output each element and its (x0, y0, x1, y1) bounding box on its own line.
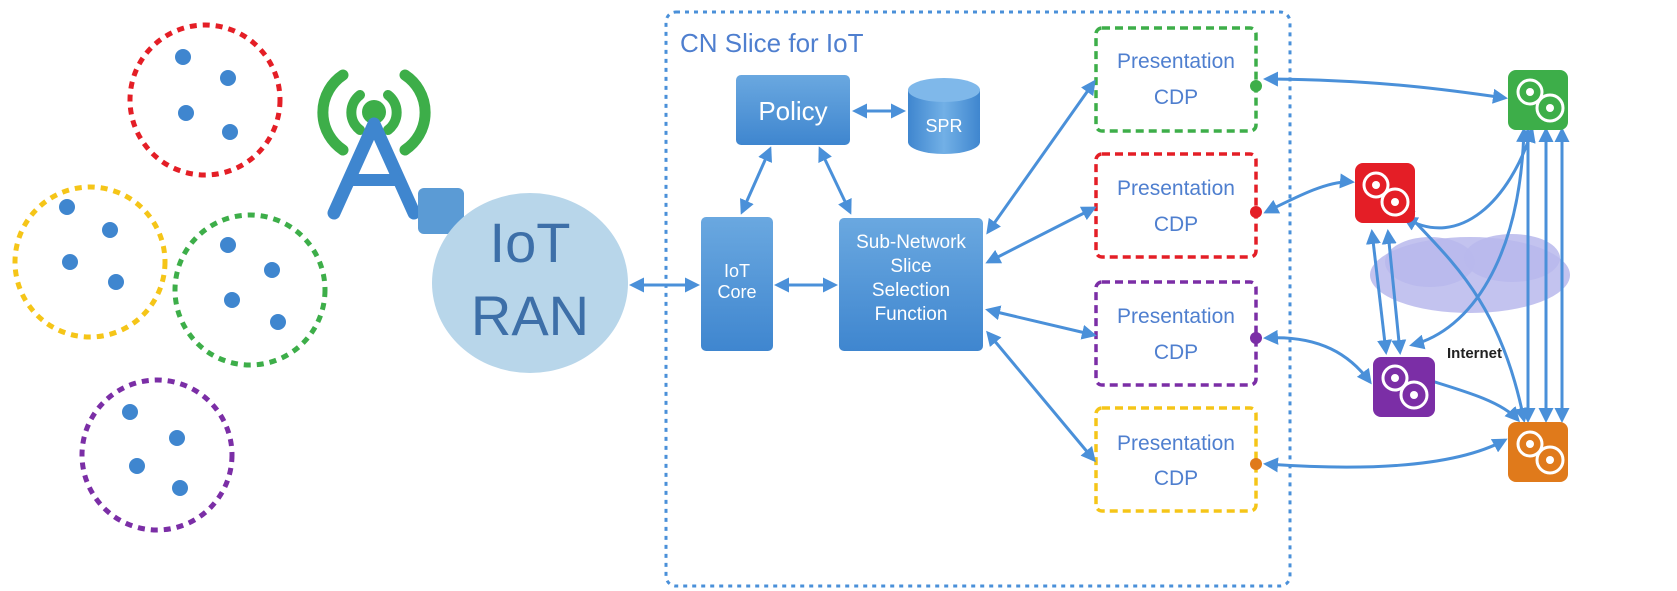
gears-icon-purple-server (1373, 357, 1435, 417)
cdp-box-yellow: Presentation CDP (1094, 406, 1262, 513)
device-cluster-red (127, 22, 283, 178)
nssf-label-line2: Slice (890, 256, 931, 277)
arrow-nssf-cdp-yellow (986, 330, 1096, 463)
arrow-cdp-green-server (1263, 71, 1508, 104)
cdp-yellow-line2: CDP (1154, 467, 1198, 490)
arrow-nssf-cdp-purple (985, 305, 1097, 340)
arrow-cdp-yellow-server (1263, 438, 1508, 473)
iot-core-label-line2: Core (717, 282, 756, 302)
gears-icon-green-server (1508, 70, 1568, 130)
arrow-red-purple-b (1381, 229, 1407, 355)
nssf-label-line3: Selection (872, 280, 950, 301)
device-cluster-green (172, 212, 328, 368)
arrow-policy-nssf (818, 146, 852, 215)
arrow-cdp-purple-server (1263, 329, 1372, 385)
device-cluster-purple (79, 377, 235, 533)
arrow-policy-core (740, 146, 772, 215)
radio-tower-icon (317, 69, 464, 234)
arrow-nssf-cdp-green (986, 79, 1096, 235)
cdp-red-line2: CDP (1154, 213, 1198, 236)
gears-icon-orange-server (1508, 422, 1568, 482)
slice-selection-function: Sub-Network Slice Selection Function (839, 218, 983, 351)
cdp-yellow-line1: Presentation (1117, 432, 1235, 455)
spr-database-icon: SPR (908, 78, 980, 154)
cdp-green-line1: Presentation (1117, 50, 1235, 73)
policy-function: Policy (736, 75, 850, 145)
arrow-red-green (1402, 127, 1536, 231)
device-cluster-yellow (12, 184, 168, 340)
nssf-label-line4: Function (875, 304, 948, 325)
cdp-box-purple: Presentation CDP (1094, 280, 1262, 387)
arrow-cdp-red-server (1263, 173, 1355, 214)
cdp-red-line1: Presentation (1117, 177, 1235, 200)
arrow-nssf-cdp-red (985, 206, 1097, 264)
cn-slice-title: CN Slice for IoT (680, 28, 864, 58)
iot-core-label-line1: IoT (724, 261, 750, 281)
iot-core: IoT Core (701, 217, 773, 351)
iot-ran-label-line1: IoT (490, 211, 571, 274)
cdp-green-line2: CDP (1154, 86, 1198, 109)
nssf-label-line1: Sub-Network (856, 232, 966, 253)
cn-slice-container: CN Slice for IoT (664, 10, 1292, 588)
spr-label: SPR (925, 116, 962, 136)
cdp-purple-line2: CDP (1154, 341, 1198, 364)
connection-arrows (629, 71, 1570, 473)
iot-ran-label-line2: RAN (471, 284, 589, 347)
cdp-purple-line1: Presentation (1117, 305, 1235, 328)
internet-label: Internet (1447, 345, 1502, 362)
gears-icon-red-server (1355, 163, 1415, 223)
policy-label: Policy (758, 96, 827, 126)
cdp-box-green: Presentation CDP (1094, 26, 1262, 133)
cdp-box-red: Presentation CDP (1094, 152, 1262, 259)
iot-ran: IoT RAN (432, 193, 628, 373)
